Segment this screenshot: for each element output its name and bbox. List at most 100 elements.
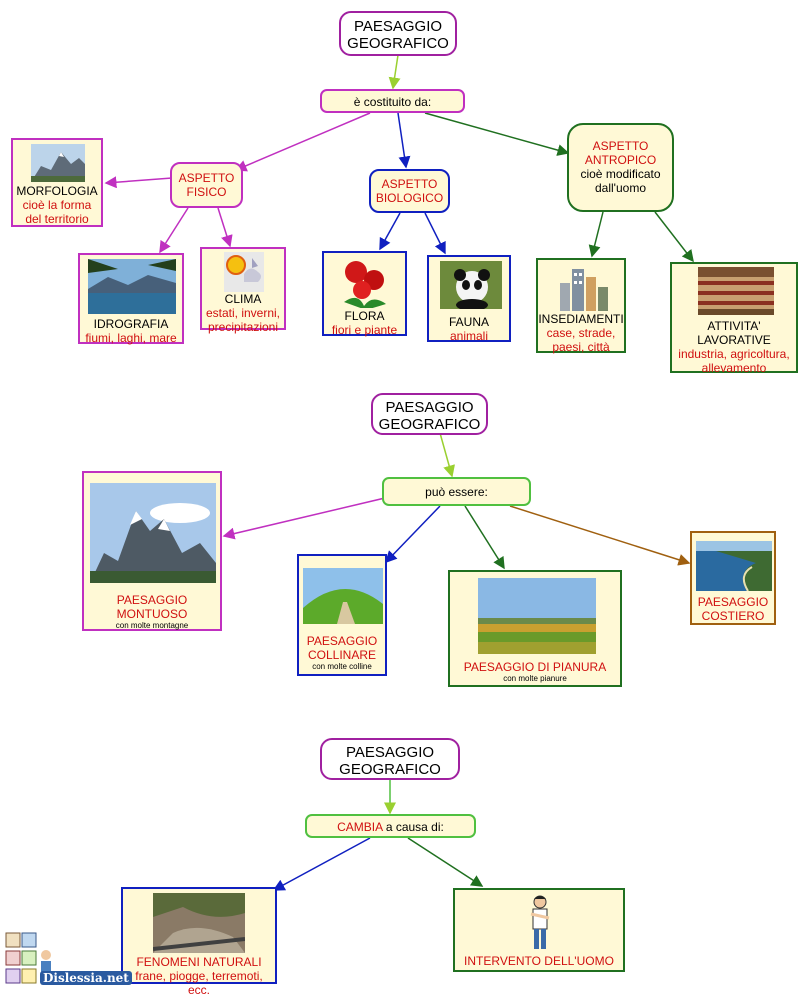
map1-link-label: è costituito da: — [320, 89, 465, 113]
plain-photo — [478, 578, 596, 654]
node-paesaggio-montuoso: PAESAGGIO MONTUOSO con molte montagne — [82, 471, 222, 631]
edge-fisico-clima — [217, 207, 233, 248]
clima-label: CLIMA — [224, 292, 262, 306]
node-aspetto-biologico: ASPETTO BIOLOGICO — [369, 169, 450, 213]
node-morfologia: MORFOLOGIA cioè la forma del territorio — [11, 138, 103, 227]
attivita-desc2: allevamento — [701, 361, 767, 375]
lake-photo — [88, 259, 176, 314]
attivita-desc1: industria, agricoltura, — [678, 347, 790, 361]
node-idrografia: IDROGRAFIA fiumi, laghi, mare — [78, 253, 184, 345]
flora-label: FLORA — [344, 309, 385, 323]
map2-title-line2: GEOGRAFICO — [378, 416, 481, 433]
node-intervento-uomo: INTERVENTO DELL'UOMO — [453, 888, 625, 972]
aspetto-biologico-line1: ASPETTO — [381, 177, 438, 191]
node-paesaggio-collinare: PAESAGGIO COLLINARE con molte colline — [297, 554, 387, 676]
landslide-photo — [153, 893, 245, 953]
map2-title: PAESAGGIO GEOGRAFICO — [371, 393, 488, 435]
node-aspetto-antropico: ASPETTO ANTROPICO cioè modificato dall'u… — [567, 123, 674, 212]
pianura-desc: con molte pianure — [503, 674, 567, 683]
flora-desc: fiori e piante — [331, 323, 398, 337]
aspetto-antropico-line2: ANTROPICO — [584, 153, 657, 167]
node-fauna: FAUNA animali — [427, 255, 511, 343]
map2-link-text: può essere: — [425, 485, 488, 499]
node-insediamenti: INSEDIAMENTI case, strade, paesi, città — [536, 258, 626, 354]
insediamenti-desc1: case, strade, — [546, 326, 616, 340]
idrografia-desc: fiumi, laghi, mare — [85, 331, 177, 345]
edge-link1-fisico — [234, 112, 371, 172]
collinare-desc: con molte colline — [312, 662, 372, 671]
edge-title1-link1 — [388, 54, 401, 90]
aspetto-biologico-line2: BIOLOGICO — [375, 191, 444, 205]
map1-link-text: è costituito da: — [353, 95, 432, 109]
map3-link-rest: a causa di: — [382, 820, 444, 834]
map2-link-label: può essere: — [382, 477, 531, 506]
aspetto-fisico-line1: ASPETTO — [178, 171, 235, 185]
node-fenomeni-naturali: FENOMENI NATURALI frane, piogge, terremo… — [121, 887, 277, 997]
fauna-desc: animali — [449, 329, 488, 343]
morfologia-desc1: cioè la forma — [22, 198, 92, 212]
edge-link2-collinare — [384, 505, 441, 564]
mountain-peak-photo — [90, 483, 216, 583]
costiero-line1: PAESAGGIO — [697, 595, 769, 609]
dislessia-logo: Dislessia.net — [4, 931, 132, 987]
map3-title-line1: PAESAGGIO — [345, 744, 435, 761]
clima-desc1: estati, inverni, — [205, 306, 281, 320]
idrografia-label: IDROGRAFIA — [93, 317, 169, 331]
montuoso-line1: PAESAGGIO — [116, 593, 188, 607]
panda-photo — [440, 261, 502, 309]
edge-biologico-fauna — [424, 212, 446, 255]
edge-antropico-attivita — [654, 211, 694, 263]
costiero-line2: COSTIERO — [701, 609, 765, 623]
buildings-icon — [560, 269, 608, 311]
map3-link-label: CAMBIA a causa di: — [305, 814, 476, 838]
edge-link1-antropico — [424, 112, 570, 156]
node-attivita-lavorative: ATTIVITA' LAVORATIVE industria, agricolt… — [670, 262, 798, 375]
coast-photo — [696, 541, 772, 591]
edge-link1-biologico — [397, 112, 411, 169]
map1-title: PAESAGGIO GEOGRAFICO — [339, 11, 457, 56]
map1-title-line1: PAESAGGIO — [353, 18, 443, 35]
intervento-label: INTERVENTO DELL'UOMO — [464, 954, 614, 968]
insediamenti-desc2: paesi, città — [552, 340, 610, 354]
map3-link-red: CAMBIA — [337, 820, 383, 834]
fauna-label: FAUNA — [448, 315, 489, 329]
aspetto-antropico-line1: ASPETTO — [592, 139, 649, 153]
aspetto-antropico-line3: cioè modificato — [580, 167, 661, 181]
fenomeni-label: FENOMENI NATURALI — [136, 955, 262, 969]
map1-title-line2: GEOGRAFICO — [347, 35, 449, 52]
logo-text: Dislessia.net — [40, 971, 132, 985]
node-aspetto-fisico: ASPETTO FISICO — [170, 162, 243, 208]
aspetto-fisico-line2: FISICO — [186, 185, 227, 199]
node-flora: FLORA fiori e piante — [322, 251, 407, 337]
map3-title: PAESAGGIO GEOGRAFICO — [320, 738, 460, 780]
insediamenti-label: INSEDIAMENTI — [538, 312, 624, 326]
edge-link3-intervento — [407, 837, 484, 887]
weather-icon — [224, 252, 264, 292]
hill-photo — [303, 568, 383, 624]
node-paesaggio-costiero: PAESAGGIO COSTIERO — [690, 531, 776, 625]
edge-fisico-morfologia — [104, 176, 173, 189]
flower-icon — [344, 261, 386, 308]
fenomeni-desc: frane, piogge, terremoti, ecc. — [135, 969, 263, 997]
node-clima: CLIMA estati, inverni, precipitazioni — [200, 247, 286, 334]
morfologia-label: MORFOLOGIA — [16, 184, 98, 198]
farm-photo — [698, 267, 774, 315]
edge-biologico-flora — [379, 212, 401, 251]
edge-link2-pianura — [464, 505, 505, 570]
man-figure-icon — [530, 895, 550, 949]
attivita-label1: ATTIVITA' — [707, 319, 761, 333]
edge-antropico-insediamenti — [588, 211, 604, 258]
clima-desc2: precipitazioni — [207, 320, 279, 334]
collinare-line1: PAESAGGIO — [306, 634, 378, 648]
montuoso-desc: con molte montagne — [115, 621, 189, 630]
edge-link2-costiero — [509, 505, 691, 566]
edge-fisico-idrografia — [159, 207, 189, 254]
map3-title-line2: GEOGRAFICO — [339, 761, 441, 778]
edge-title2-link2 — [439, 432, 455, 478]
collinare-line2: COLLINARE — [307, 648, 377, 662]
pianura-line1: PAESAGGIO DI PIANURA — [463, 660, 607, 674]
edge-link2-montuoso — [222, 497, 386, 540]
node-paesaggio-pianura: PAESAGGIO DI PIANURA con molte pianure — [448, 570, 622, 687]
